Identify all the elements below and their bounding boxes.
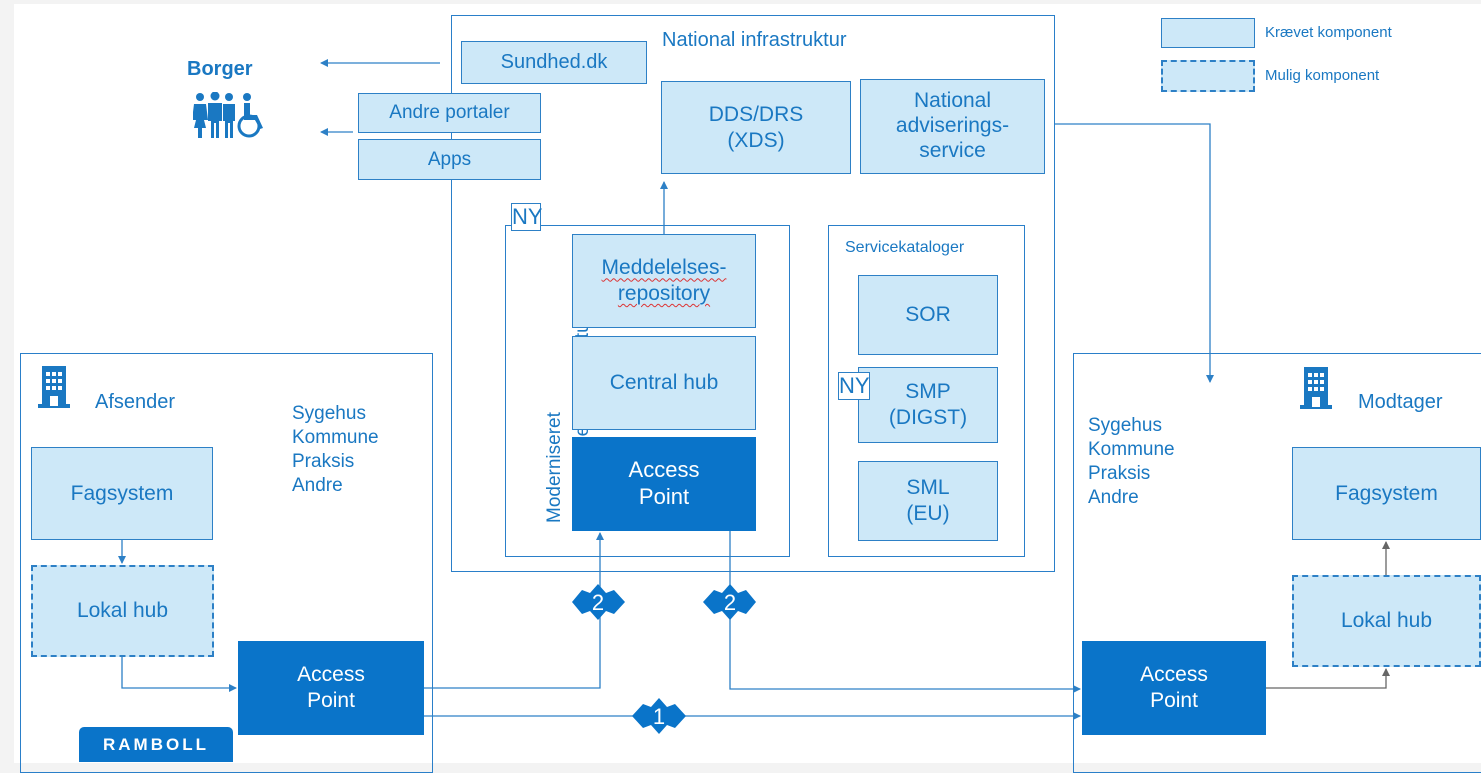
afsender-lokal-hub-box: Lokal hub bbox=[31, 565, 214, 657]
ramboll-logo-text: RAMBOLL bbox=[103, 734, 209, 754]
national-infrastructure-title: National infrastruktur bbox=[662, 29, 847, 51]
afsender-title: Afsender bbox=[95, 391, 176, 413]
modtager-title: Modtager bbox=[1358, 391, 1443, 413]
national-infrastructure-frame bbox=[451, 15, 1055, 572]
legend-required-label: Krævet komponent bbox=[1265, 24, 1392, 41]
sor-box: SOR bbox=[858, 275, 998, 355]
line-sender-to-central bbox=[424, 532, 604, 689]
arrow-lokalhub-to-access-point bbox=[121, 657, 237, 692]
ny-badge-smp: NY bbox=[838, 372, 870, 400]
afsender-fagsystem-box: Fagsystem bbox=[31, 447, 213, 540]
connector-star-right bbox=[703, 584, 756, 620]
arrow-advis-to-receiver bbox=[1055, 123, 1214, 383]
connector-label-left: 2 bbox=[592, 590, 604, 615]
connector-label-bottom: 1 bbox=[653, 704, 665, 729]
line-central-to-receiver bbox=[729, 531, 1081, 693]
modernized-infrastructure-frame bbox=[505, 225, 790, 557]
modtager-fagsystem-box: Fagsystem bbox=[1292, 447, 1481, 540]
smp-box: SMP (DIGST) bbox=[858, 367, 998, 443]
receiver-building-icon bbox=[1299, 367, 1333, 409]
andre-portaler-box: Andre portaler bbox=[358, 93, 541, 133]
national-adviseringsservice-box: National adviserings- service bbox=[860, 79, 1045, 174]
central-hub-box: Central hub bbox=[572, 336, 756, 430]
repository-line1: Meddelelses- bbox=[601, 256, 727, 280]
apps-box: Apps bbox=[358, 139, 541, 180]
repository-line2: repository bbox=[617, 282, 711, 305]
arrow-receiver-to-lokalhub bbox=[1266, 668, 1390, 689]
dds-drs-box: DDS/DRS (XDS) bbox=[661, 81, 851, 174]
ramboll-logo: RAMBOLL bbox=[79, 727, 233, 762]
modtager-access-point-box: Access Point bbox=[1082, 641, 1266, 735]
sundhed-dk-box: Sundhed.dk bbox=[461, 41, 647, 84]
legend-required-swatch bbox=[1161, 18, 1255, 48]
central-access-point-box: Access Point bbox=[572, 437, 756, 531]
legend-optional-label: Mulig komponent bbox=[1265, 67, 1380, 84]
borger-title: Borger bbox=[187, 58, 253, 80]
legend-optional-swatch bbox=[1161, 60, 1255, 92]
modtager-lokal-hub-box: Lokal hub bbox=[1292, 575, 1481, 667]
sml-box: SML (EU) bbox=[858, 461, 998, 541]
modtager-organizations: Sygehus Kommune Praksis Andre bbox=[1088, 415, 1175, 508]
afsender-organizations: Sygehus Kommune Praksis Andre bbox=[292, 403, 379, 496]
connector-label-right: 2 bbox=[724, 590, 736, 615]
meddelelses-repository-box: Meddelelses- repository bbox=[572, 234, 756, 328]
afsender-access-point-box: Access Point bbox=[238, 641, 424, 735]
connector-star-left bbox=[572, 584, 625, 620]
connector-star-bottom bbox=[632, 698, 686, 734]
service-catalog-frame bbox=[828, 225, 1025, 557]
sender-building-icon bbox=[37, 366, 71, 408]
servicekataloger-title: Servicekataloger bbox=[845, 239, 965, 256]
ny-badge-modern: NY bbox=[511, 203, 543, 231]
citizens-icon bbox=[193, 92, 273, 140]
